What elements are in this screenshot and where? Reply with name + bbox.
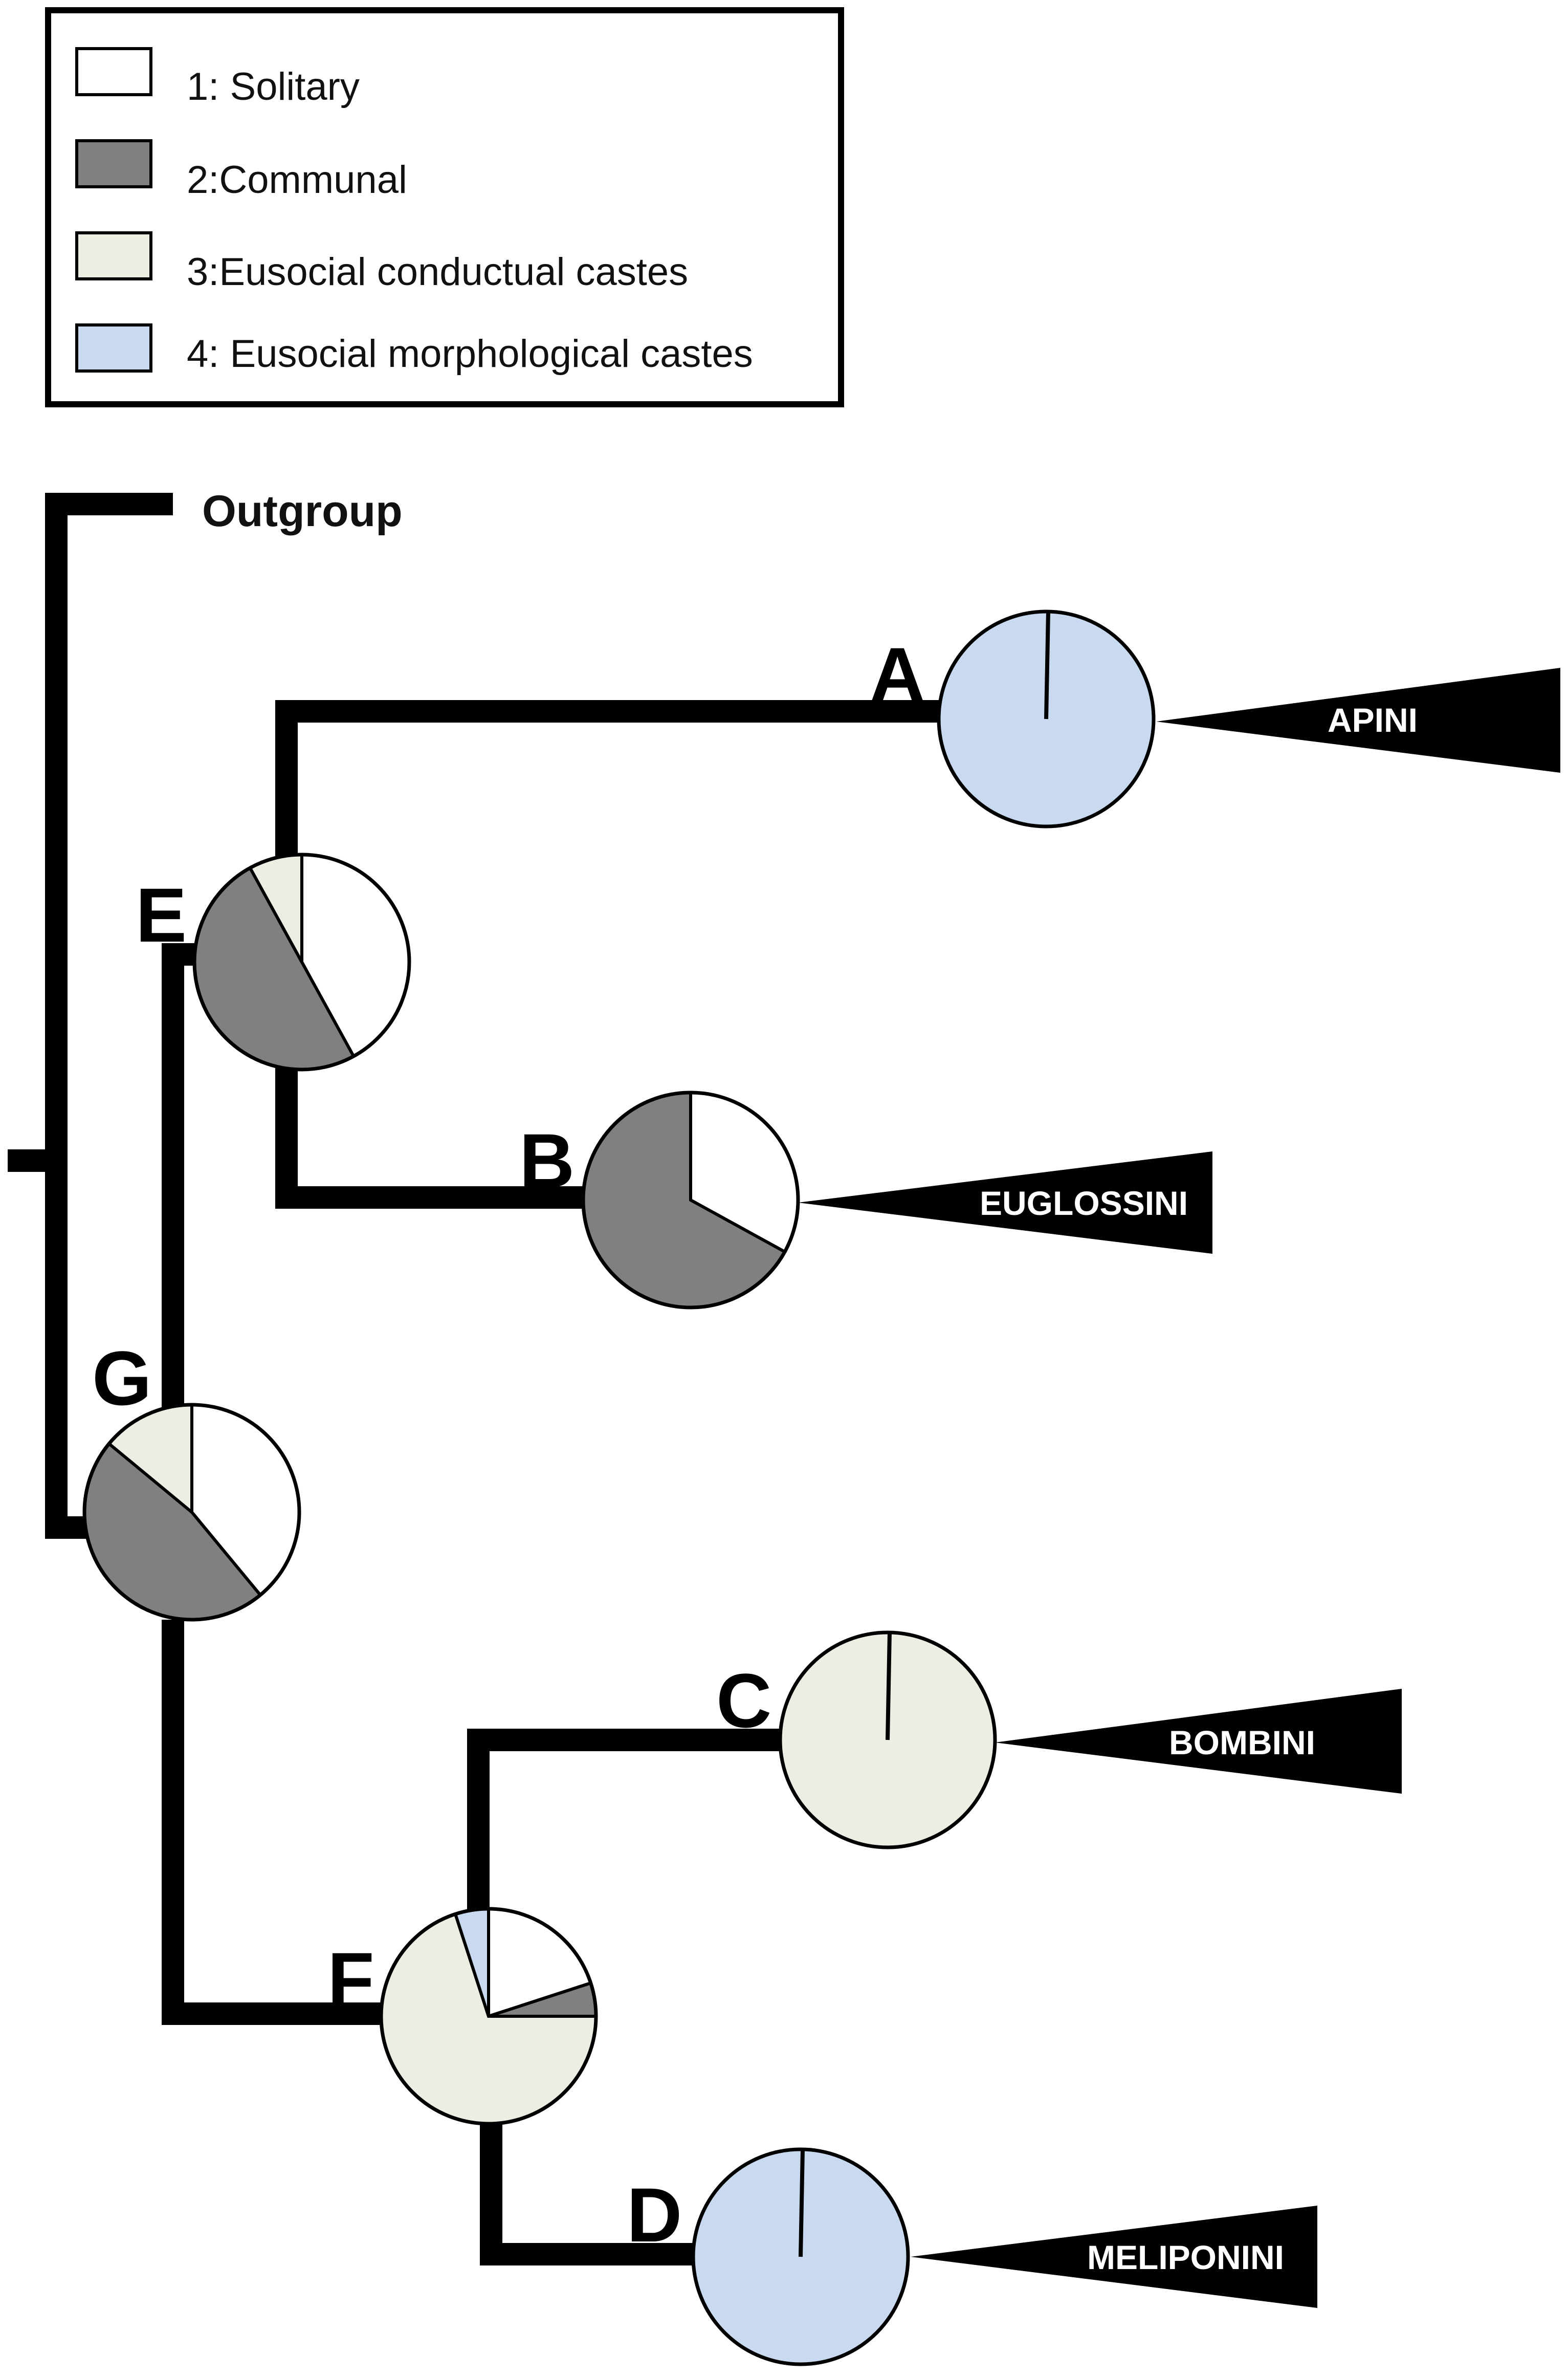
node-letter-b: B [519,1118,575,1204]
legend: 1: Solitary 2:Communal 3:Eusocial conduc… [45,7,844,407]
node-letters: A B C D E F G [92,631,925,2258]
legend-label-communal: 2:Communal [187,158,407,202]
f-down-branch [480,2124,698,2265]
legend-label-eusocial-morphological: 4: Eusocial morphological castes [187,332,753,376]
pie-node-b [581,1091,800,1310]
pie-node-d [691,2147,910,2366]
root-split [45,493,173,1539]
node-letter-e: E [136,872,187,958]
node-letter-f: F [327,1936,374,2022]
legend-label-solitary: 1: Solitary [187,65,360,108]
pie-outline-f [379,1907,598,2126]
pie-slice-e-communal [194,868,354,1070]
pie-outline-b [581,1091,800,1310]
tree-branches [8,493,939,2265]
pie-outline-a [937,609,1156,829]
clade-label-euglossini: EUGLOSSINI [980,1184,1188,1222]
g-down-branch [162,1620,389,2025]
e-up-branch [275,700,939,870]
pie-node-g [82,1403,301,1622]
clade-triangles: APINI EUGLOSSINI BOMBINI MELIPONINI [798,668,1560,2308]
node-letter-c: C [716,1658,771,1744]
pie-outline-d [691,2147,910,2366]
pie-node-f [379,1907,598,2126]
legend-swatch-solitary [75,47,152,96]
legend-frame [45,7,844,407]
clade-triangle-meliponini [911,2206,1317,2308]
pie-node-e [192,853,411,1072]
g-up-branch [162,943,202,1417]
pie-marker-d [799,2149,805,2257]
legend-swatch-eusocial-conductual [75,231,152,280]
pie-node-a [937,609,1156,829]
clade-triangle-euglossini [798,1151,1212,1254]
pie-outline-c [778,1630,997,1849]
outgroup-label: Outgroup [202,487,403,536]
clade-triangle-apini [1156,668,1560,773]
clade-label-meliponini: MELIPONINI [1087,2238,1284,2276]
clade-triangle-bombini [995,1689,1402,1794]
pie-outline-e [192,853,411,1072]
pie-marker-a [1044,611,1050,720]
clade-label-apini: APINI [1328,701,1418,739]
legend-swatch-eusocial-morphological [75,323,152,373]
node-letter-g: G [92,1335,152,1421]
pie-outline-g [82,1403,301,1622]
pie-node-c [778,1630,997,1849]
pie-marker-c [886,1632,892,1740]
e-down-branch [275,1067,586,1209]
legend-label-eusocial-conductual: 3:Eusocial conductual castes [187,250,688,294]
f-up-branch [467,1729,783,1929]
node-letter-a: A [870,631,925,717]
legend-swatch-communal [75,139,152,188]
clade-label-bombini: BOMBINI [1169,1724,1315,1761]
node-letter-d: D [627,2172,682,2258]
